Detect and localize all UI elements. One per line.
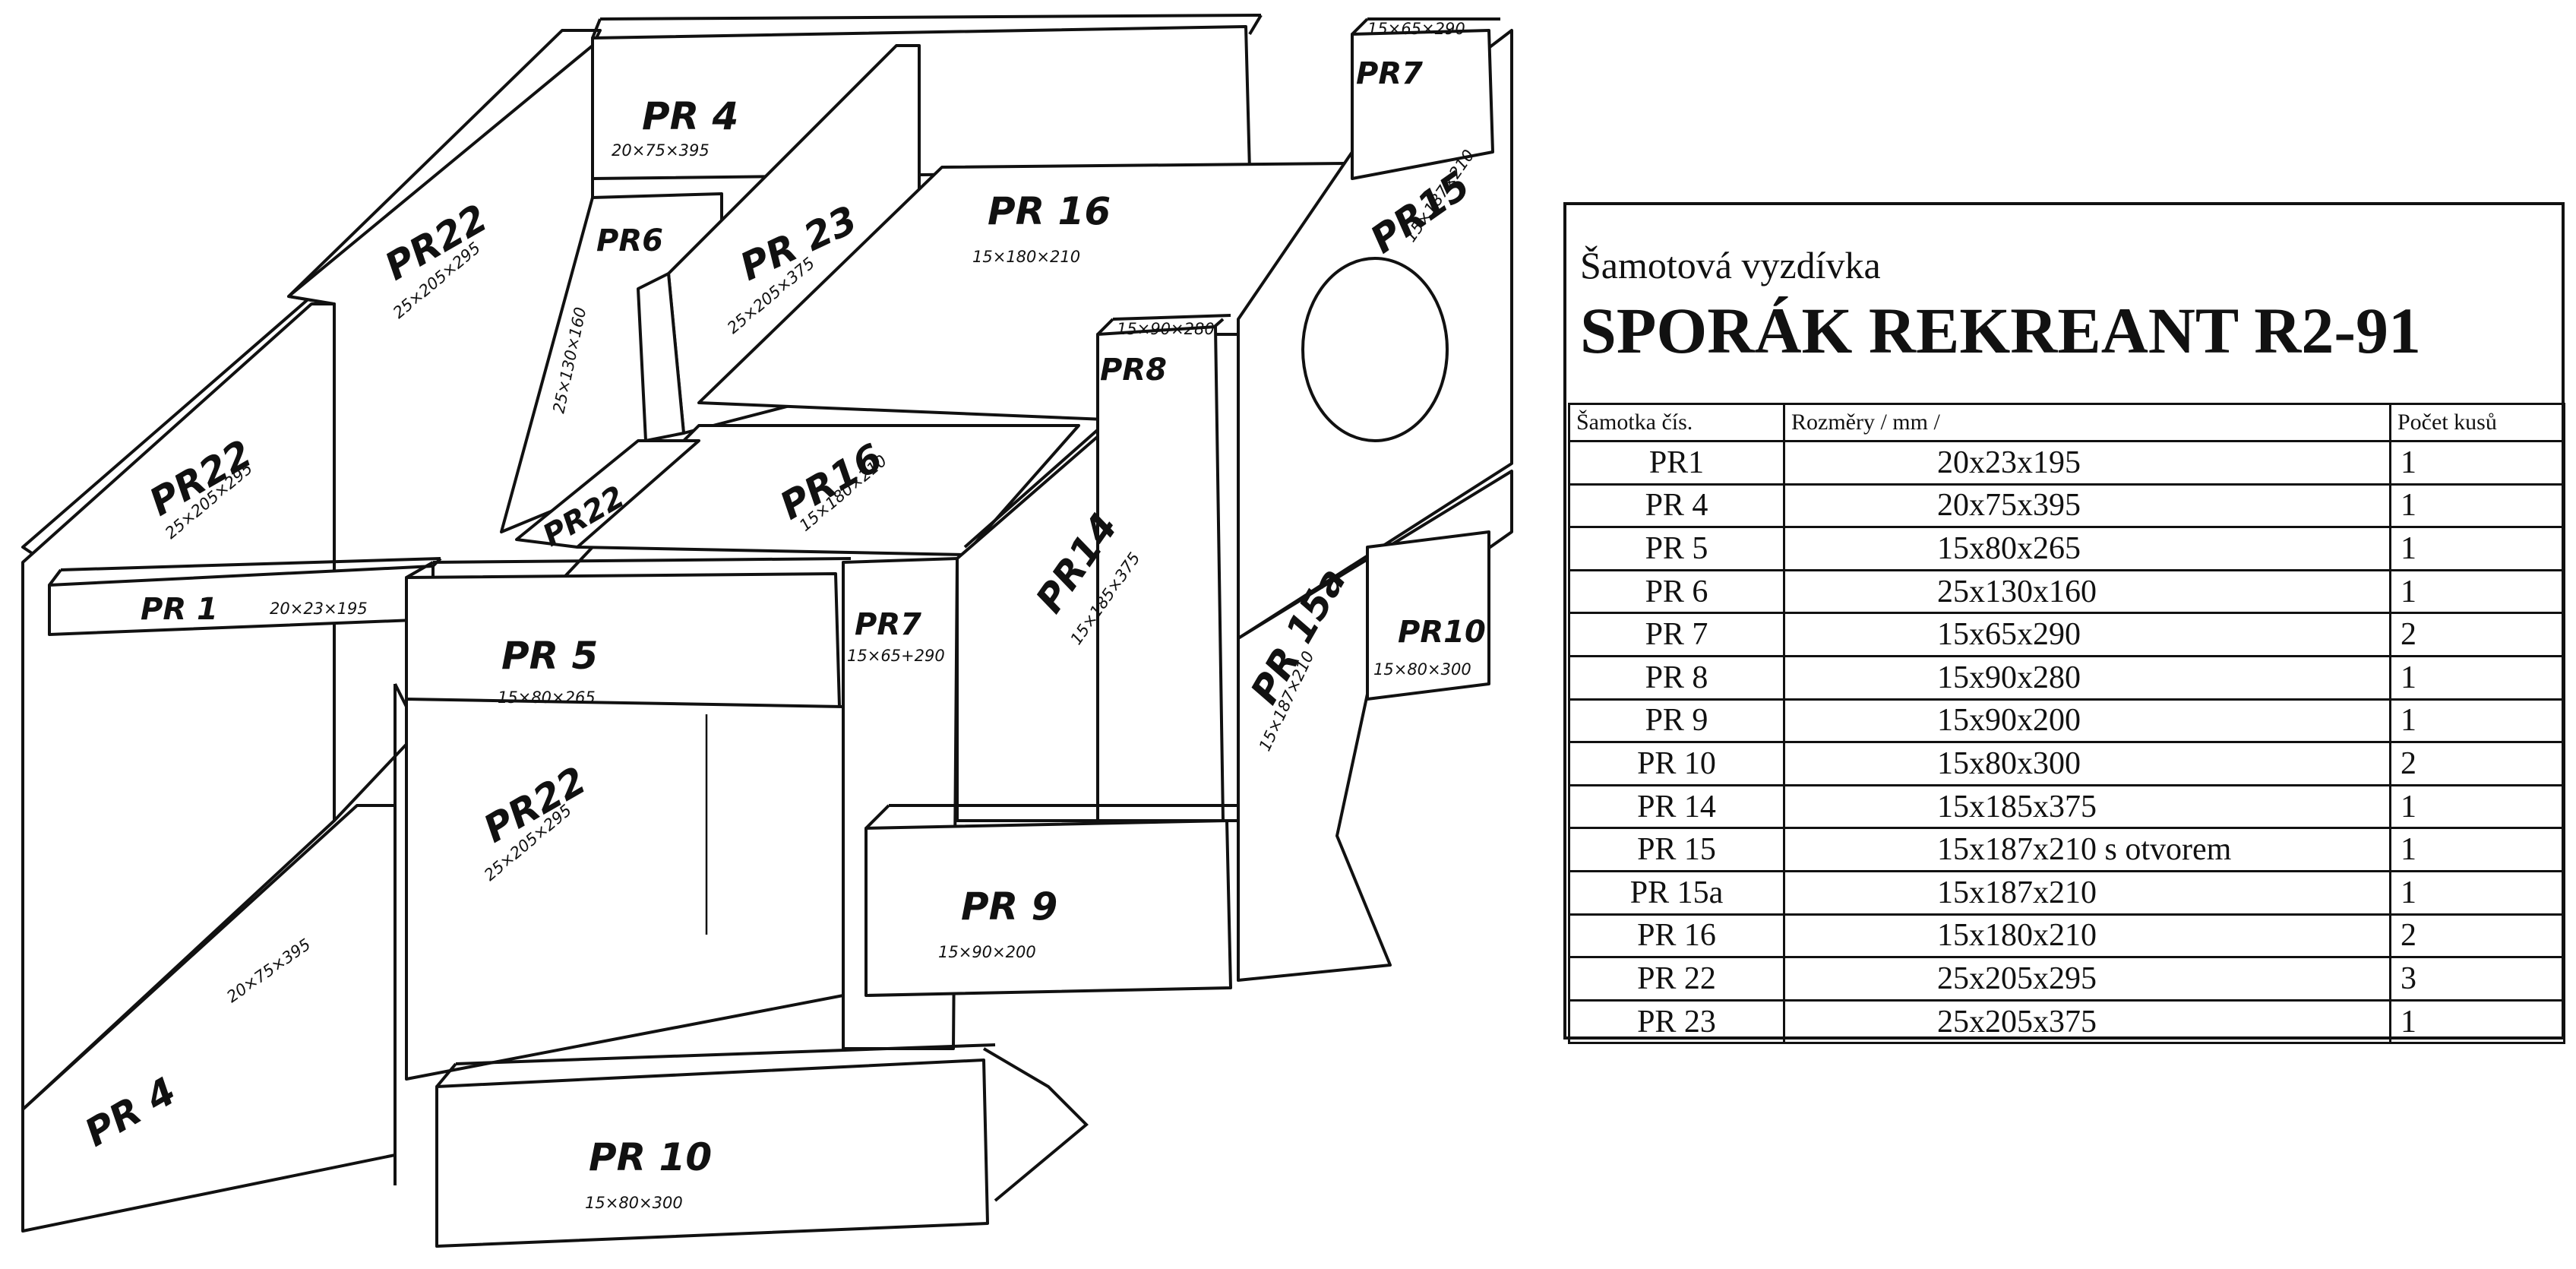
cell-dimensions: 15x187x210 s otvorem [1783,827,2391,872]
cell-quantity: 1 [2389,827,2565,872]
cell-brick-number: PR 4 [1568,483,1785,529]
cell-dimensions: 15x180x210 [1783,913,2391,959]
cell-dimensions: 15x80x300 [1783,741,2391,786]
cell-quantity: 2 [2389,741,2565,786]
dim-pr9: 15×90×200 [938,943,1036,961]
label-pr10-bottom: PR 10 [589,1135,712,1179]
cell-quantity: 1 [2389,698,2565,744]
dim-pr16-top: 15×180×210 [972,248,1080,266]
cell-quantity: 1 [2389,526,2565,571]
spec-title: SPORÁK REKREANT R2-91 [1580,294,2421,367]
label-pr7-right: PR7 [1356,56,1423,91]
cell-brick-number: PR 15a [1568,869,1785,916]
label-pr7-front: PR7 [855,607,921,642]
cell-dimensions: 15x185x375 [1783,783,2391,830]
cell-quantity: 1 [2389,783,2565,830]
brick-pr15-hole [1301,257,1449,442]
cell-quantity: 2 [2389,913,2565,959]
firebrick-assembly-drawing: PR 4 20×75×395 PR6 25×130×160 PR 23 25×2… [21,14,1513,1248]
cell-dimensions: 25x205x375 [1783,998,2391,1045]
cell-brick-number: PR 6 [1568,568,1785,615]
label-pr1: PR 1 [141,592,218,627]
cell-dimensions: 20x75x395 [1783,483,2391,529]
dim-pr10-bottom: 15×80×300 [585,1194,683,1212]
cell-brick-number: PR 14 [1568,783,1785,830]
cell-dimensions: 15x80x265 [1783,526,2391,571]
header-dimensions: Rozměry / mm / [1783,403,2391,442]
spec-subtitle: Šamotová vyzdívka [1580,244,1881,286]
brick-pr5 [405,572,841,720]
brick-pr15a [1237,470,1513,982]
brick-pr10-right [1366,530,1490,701]
cell-dimensions: 20x23x195 [1783,440,2391,486]
label-pr10-right: PR10 [1398,615,1486,650]
parts-table-header: Šamotka čís. Rozměry / mm / Počet kusů [1568,403,2565,442]
cell-dimensions: 15x65x290 [1783,612,2391,657]
label-pr9: PR 9 [961,885,1057,929]
cell-quantity: 3 [2389,956,2565,1002]
cell-brick-number: PR 7 [1568,612,1785,657]
cell-quantity: 2 [2389,612,2565,657]
brick-pr22-small [515,439,700,549]
cell-brick-number: PR 10 [1568,741,1785,786]
cell-brick-number: PR 8 [1568,654,1785,701]
header-brick-number: Šamotka čís. [1568,403,1785,442]
dim-pr1: 20×23×195 [270,600,368,618]
brick-pr22-front [405,698,845,1081]
dim-pr7-right: 15×65×290 [1367,20,1465,38]
cell-dimensions: 15x187x210 [1783,869,2391,916]
dim-pr8: 15×90×280 [1117,320,1215,338]
header-quantity: Počet kusů [2389,403,2565,442]
brick-pr7-right [1351,29,1494,180]
cell-quantity: 1 [2389,568,2565,615]
dim-pr5: 15×80×265 [498,688,596,707]
dim-pr10-right: 15×80×300 [1373,660,1471,679]
cell-brick-number: PR1 [1568,440,1785,486]
parts-table: Šamotka čís. Rozměry / mm / Počet kusů P… [1568,403,2565,1045]
label-pr8: PR8 [1100,353,1167,388]
label-pr6: PR6 [596,223,663,258]
cell-quantity: 1 [2389,440,2565,486]
cell-quantity: 1 [2389,869,2565,916]
label-pr4-top: PR 4 [642,94,738,138]
cell-dimensions: 15x90x280 [1783,654,2391,701]
cell-brick-number: PR 23 [1568,998,1785,1045]
cell-dimensions: 15x90x200 [1783,698,2391,744]
cell-dimensions: 25x205x295 [1783,956,2391,1002]
spec-sheet: Šamotová vyzdívka SPORÁK REKREANT R2-91 … [1563,202,2565,1045]
cell-quantity: 1 [2389,654,2565,701]
cell-quantity: 1 [2389,483,2565,529]
dim-pr4-top: 20×75×395 [612,141,710,160]
label-pr5: PR 5 [501,634,598,678]
cell-dimensions: 25x130x160 [1783,568,2391,615]
dim-pr7-front: 15×65+290 [847,647,945,665]
cell-brick-number: PR 16 [1568,913,1785,959]
label-pr16-top: PR 16 [988,189,1111,233]
brick-pr9 [864,819,1232,997]
cell-brick-number: PR 22 [1568,956,1785,1002]
brick-pr10-bottom [435,1059,989,1248]
cell-brick-number: PR 15 [1568,827,1785,872]
cell-brick-number: PR 5 [1568,526,1785,571]
cell-brick-number: PR 9 [1568,698,1785,744]
cell-quantity: 1 [2389,998,2565,1045]
